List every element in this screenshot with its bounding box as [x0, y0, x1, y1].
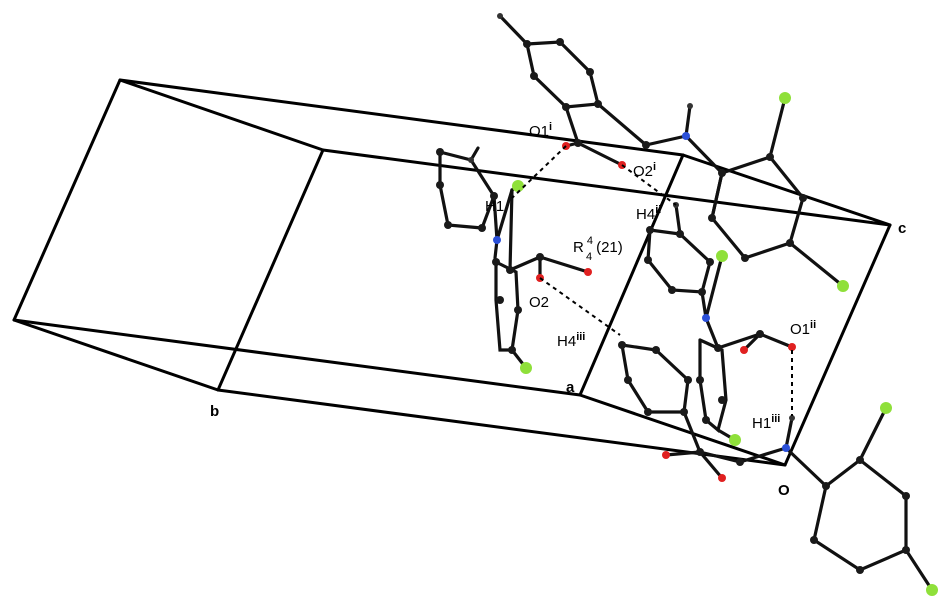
label-o1ii: O1ii [790, 319, 816, 338]
cell-edge [118, 78, 685, 157]
cell-edge [321, 148, 892, 227]
hbond-o2-h4iii [539, 277, 621, 336]
axis-label-a: a [566, 379, 575, 396]
cell-edge [578, 153, 685, 397]
cell-edge [12, 318, 220, 392]
cell-edge [578, 393, 787, 467]
axis-label-origin: O [778, 482, 790, 499]
label-h4ii: H4ii [636, 204, 661, 223]
cell-edge [12, 78, 122, 322]
molecule-middle [644, 202, 796, 446]
molecule-top [497, 13, 849, 292]
cell-edge [118, 78, 325, 152]
cell-edge [783, 223, 892, 467]
axis-label-b: b [210, 403, 219, 420]
molecule-left [436, 146, 592, 374]
axis-label-c: c [898, 220, 906, 237]
label-h1: H1 [485, 198, 504, 215]
label-o1i: O1i [529, 121, 552, 140]
label-h1iii: H1iii [752, 413, 780, 432]
hbond-o2i-h4ii [621, 164, 677, 206]
unit-cell [12, 78, 892, 467]
molecule-bottom [618, 341, 938, 596]
hydrogen-bonds [511, 145, 793, 416]
label-o2i: O2i [633, 161, 656, 180]
axis-labels: a b c O [210, 220, 906, 499]
cell-edge [12, 318, 582, 397]
label-h4iii: H4iii [557, 331, 585, 350]
label-o2: O2 [529, 294, 549, 311]
